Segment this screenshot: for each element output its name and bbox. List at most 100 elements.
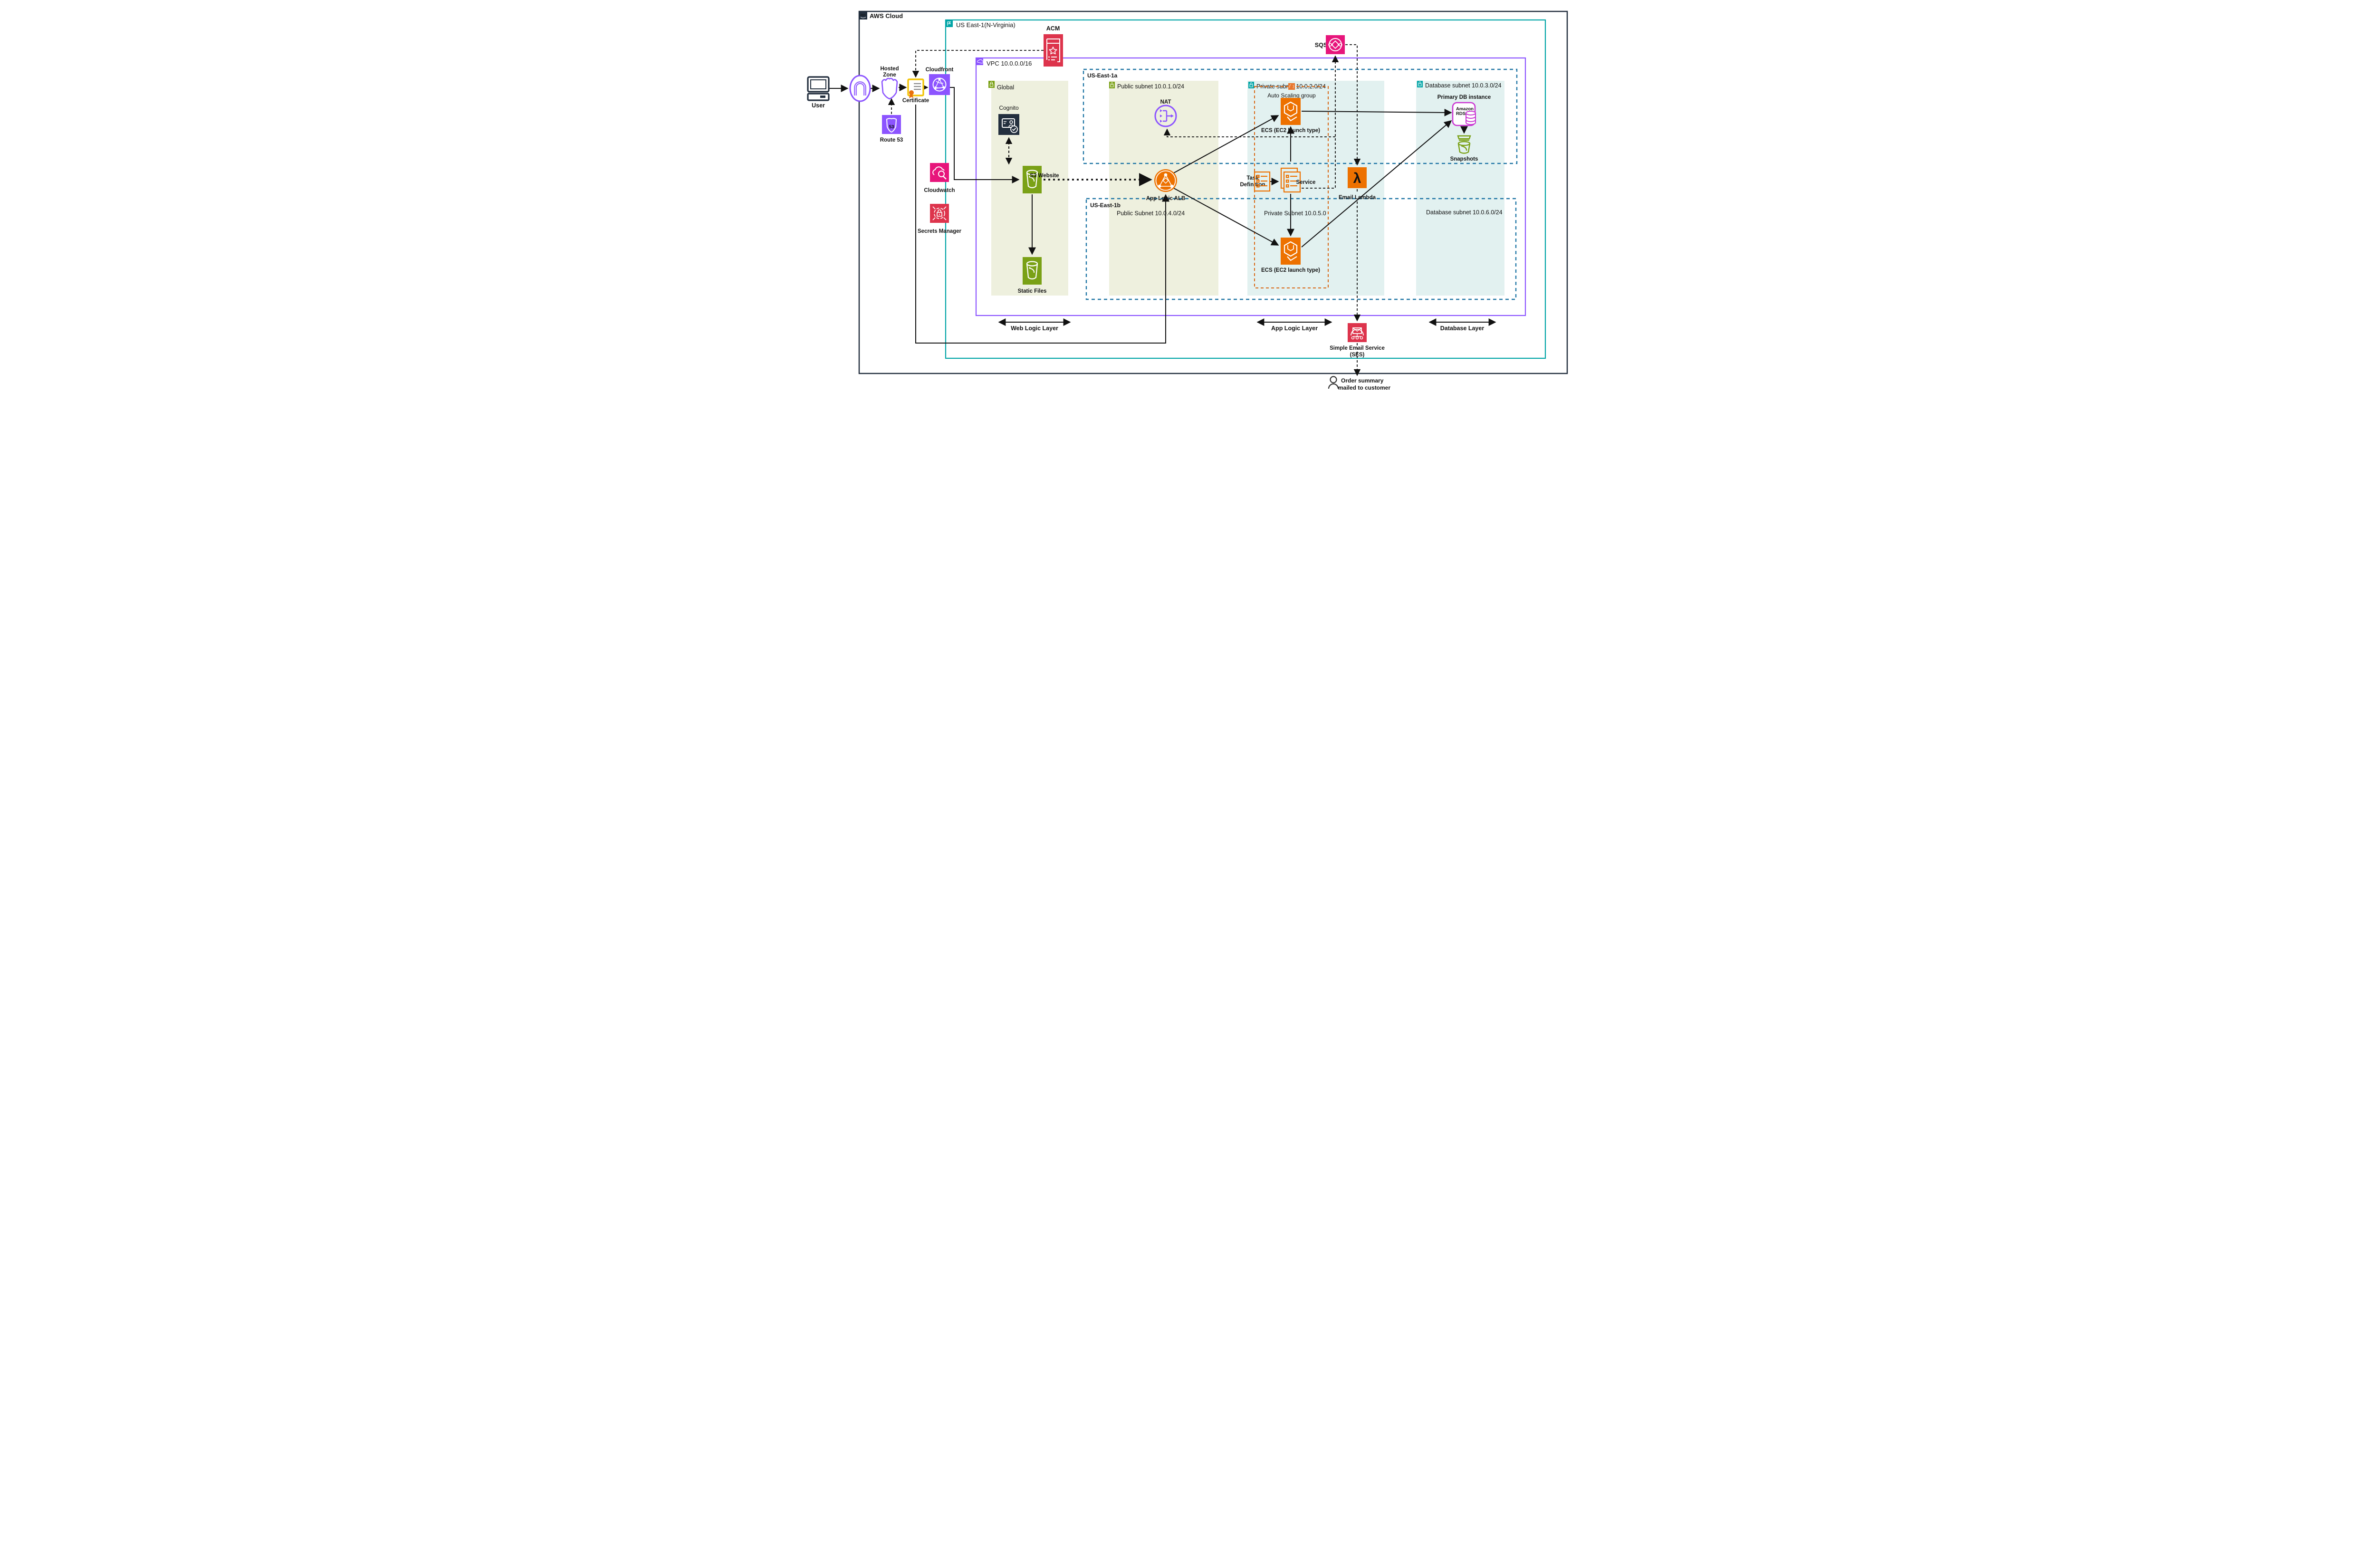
lambda-glyph: λ <box>1353 171 1361 186</box>
public-subnet-b-label: Public Subnet 10.0.4.0/24 <box>1117 210 1185 217</box>
nat-node: NAT <box>1154 99 1177 127</box>
rds-icon: Amazon RDS <box>1452 102 1476 126</box>
ecs-b-node: ECS (EC2 launch type) <box>1261 238 1320 273</box>
edge-ecs-a-rds <box>1301 108 1452 116</box>
lambda-icon: λ <box>1348 167 1367 188</box>
az-b-box: US-East-1b <box>1085 198 1517 300</box>
aws-logo-text: aws <box>860 13 866 17</box>
email-lambda-node: λ Email Lambda <box>1339 167 1376 201</box>
region-box: US East-1(N-Virginia) <box>945 19 1546 359</box>
aws-architecture-diagram: aws AWS Cloud US East-1(N-Virginia) VPC … <box>784 0 1592 394</box>
s3-website-node: S3 Website <box>1023 166 1059 193</box>
primary-db-label: Primary DB instance <box>1437 95 1491 100</box>
secrets-manager-label: Secrets Manager <box>918 229 962 234</box>
user-node: User <box>807 76 830 109</box>
edge-service-sqs <box>1302 55 1339 189</box>
sqs-icon <box>1326 35 1345 54</box>
snapshots-node: Snapshots <box>1450 135 1478 162</box>
alb-node: App Logic ALB <box>1146 169 1185 201</box>
rds-icon-text-1: Amazon <box>1456 106 1474 112</box>
edge-alb-ecs-b <box>1173 188 1279 246</box>
s3-website-icon <box>1023 166 1042 193</box>
cognito-node: Cognito <box>998 105 1019 135</box>
aws-logo-smile <box>860 17 866 19</box>
auto-scaling-group-label: Auto Scaling group <box>1267 92 1316 99</box>
hosted-zone-label-1: Hosted <box>881 66 899 72</box>
customer-node: Order summary mailed to customer <box>1328 376 1390 391</box>
task-definition-node: Task Definition <box>1240 171 1271 192</box>
cloudfront-node: Cloudfront <box>926 67 954 95</box>
az-b-label: US-East-1b <box>1090 202 1121 209</box>
rds-icon-text-2: RDS <box>1456 111 1466 116</box>
ses-label-1: Simple Email Service <box>1330 345 1385 351</box>
auto-scaling-icon <box>1288 83 1295 90</box>
lock-icon <box>1248 82 1254 88</box>
service-label: Service <box>1296 180 1316 185</box>
aws-cloud-box: aws AWS Cloud <box>858 10 1568 374</box>
certificate-icon <box>907 78 924 98</box>
route53-shield-text: 53 <box>889 124 894 130</box>
aws-cloud-label: AWS Cloud <box>870 12 903 19</box>
edge-cloudfront-s3 <box>950 87 1020 183</box>
dashed-connectors <box>888 44 1361 376</box>
private-subnet-a-header: Private subnet 10.0.2.0/24 <box>1248 82 1326 90</box>
lock-icon <box>988 81 995 88</box>
edge-sqs-lambda <box>1345 44 1361 166</box>
secrets-manager-icon <box>930 204 949 223</box>
service-icon <box>1280 167 1301 193</box>
hosted-zone-label-2: Zone <box>883 72 896 78</box>
app-layer-label: App Logic Layer <box>1271 325 1318 332</box>
database-subnet-a-label: Database subnet 10.0.3.0/24 <box>1425 82 1502 89</box>
edge-alb-ecs-a <box>1173 115 1279 173</box>
sqs-node: SQS <box>1315 35 1345 54</box>
ses-icon <box>1348 323 1367 342</box>
az-a-label: US-East-1a <box>1087 72 1118 79</box>
database-subnet-b-label: Database subnet 10.0.6.0/24 <box>1426 209 1503 216</box>
task-definition-label-1: Task <box>1246 175 1259 181</box>
database-subnet-a-header: Database subnet 10.0.3.0/24 <box>1417 81 1502 89</box>
vpc-box: VPC 10.0.0.0/16 <box>975 57 1526 316</box>
diagram-canvas: aws AWS Cloud US East-1(N-Virginia) VPC … <box>807 10 1568 391</box>
public-subnet-a-header: Public subnet 10.0.1.0/24 <box>1109 82 1184 90</box>
ecs-b-icon <box>1281 238 1301 265</box>
lock-icon <box>1109 82 1115 88</box>
snapshots-label: Snapshots <box>1450 156 1478 162</box>
web-layer-label: Web Logic Layer <box>1011 325 1058 332</box>
edge-acm-certificate <box>912 50 1044 78</box>
vpc-label: VPC 10.0.0.0/16 <box>987 60 1032 67</box>
global-label: Global <box>997 84 1014 91</box>
person-icon <box>1328 376 1339 389</box>
acm-icon <box>1044 34 1063 67</box>
route53-node: 53 Route 53 <box>880 115 903 143</box>
cognito-icon <box>998 114 1019 135</box>
certificate-node: Certificate <box>902 78 929 104</box>
cloudfront-icon <box>929 74 950 95</box>
user-computer-icon <box>807 76 830 101</box>
db-layer-label: Database Layer <box>1440 325 1485 332</box>
email-lambda-label: Email Lambda <box>1339 195 1376 201</box>
acm-node: ACM <box>1044 25 1063 67</box>
ecs-a-label: ECS (EC2 launch type) <box>1261 128 1320 134</box>
s3-website-label: S3 Website <box>1030 173 1059 179</box>
edge-ecs-b-rds <box>1301 120 1452 248</box>
edge-private-nat <box>1163 128 1335 137</box>
acm-label: ACM <box>1046 25 1060 32</box>
route53-icon: 53 <box>882 115 901 134</box>
internet-gateway-icon <box>849 75 871 102</box>
cloudwatch-icon <box>930 163 949 182</box>
ecs-b-label: ECS (EC2 launch type) <box>1261 268 1320 273</box>
ses-node: Simple Email Service (SES) <box>1330 323 1385 358</box>
vpc-icon <box>976 58 983 65</box>
customer-label-2: mailed to customer <box>1338 384 1390 391</box>
region-label: US East-1(N-Virginia) <box>956 21 1016 29</box>
cloudwatch-node: Cloudwatch <box>924 163 955 193</box>
customer-label-1: Order summary <box>1341 377 1384 384</box>
route53-label: Route 53 <box>880 137 903 143</box>
alb-icon <box>1154 169 1177 192</box>
cognito-label: Cognito <box>999 105 1019 111</box>
lock-icon <box>1417 81 1423 87</box>
edge-certificate-alb-feedback <box>915 105 1169 344</box>
ecs-a-node: ECS (EC2 launch type) <box>1261 98 1320 134</box>
solid-connectors <box>829 84 1468 344</box>
static-files-node: Static Files <box>1018 257 1046 294</box>
